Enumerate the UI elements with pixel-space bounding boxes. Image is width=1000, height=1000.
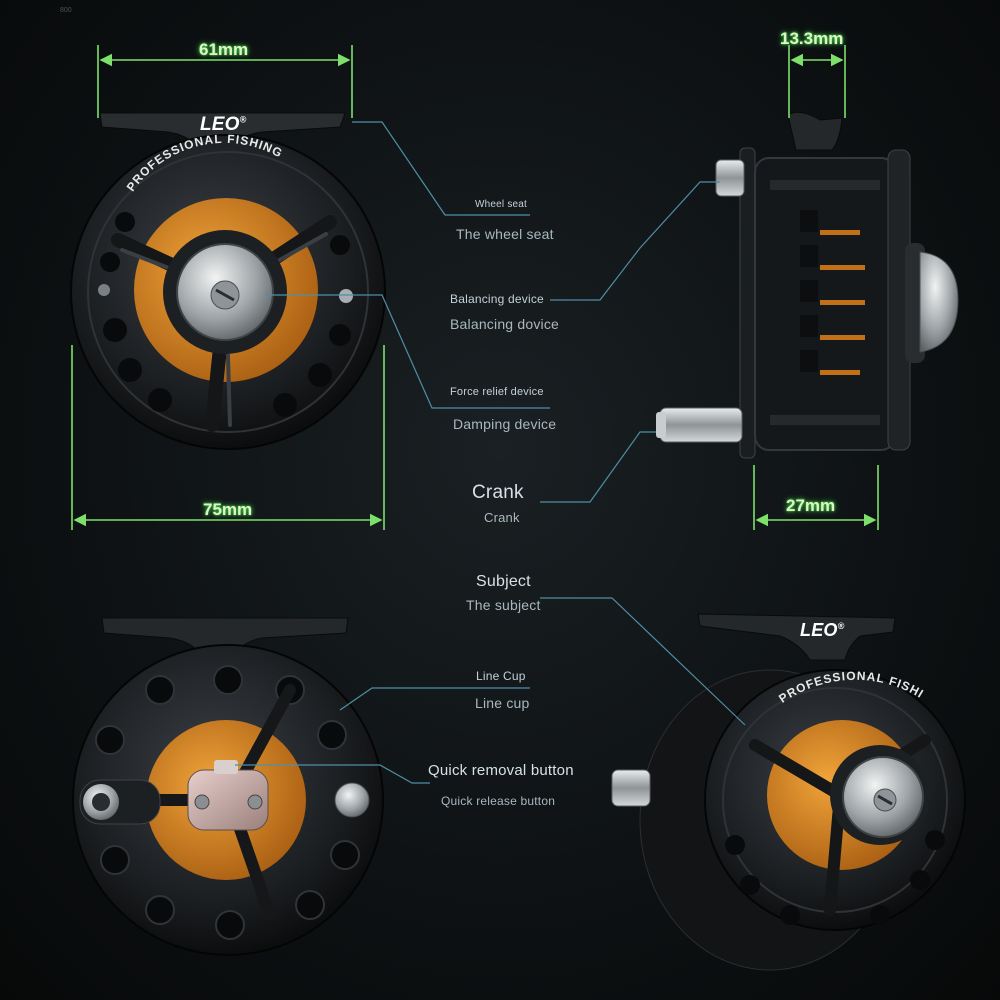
top-strip-text: 800 (60, 7, 72, 14)
label-quick-removal-button: Quick removal button (428, 762, 574, 779)
dimension-lines (71, 45, 879, 530)
reel-back-view (72, 617, 384, 956)
label-quick-release-button: Quick release button (441, 794, 556, 808)
dimension-width-top: 61mm (199, 40, 249, 59)
label-damping-device: Damping device (453, 416, 557, 432)
brand-name: LEO (200, 114, 240, 135)
label-wheel-seat-translation: The wheel seat (456, 226, 554, 242)
brand-logo-front: LEO® (200, 114, 247, 136)
label-crank-translation: Crank (484, 510, 520, 525)
brand-registered-mark: ® (837, 621, 845, 631)
label-balancing-device: Balancing device (450, 292, 544, 306)
reel-front-view: PROFESSIONAL FISHING (70, 112, 386, 450)
dimension-depth: 27mm (786, 496, 836, 515)
brand-name: LEO (800, 620, 838, 640)
label-subject: Subject (476, 573, 531, 590)
brand-logo-perspective: LEO® (800, 620, 844, 641)
label-crank: Crank (472, 482, 524, 503)
label-wheel-seat: Wheel seat (475, 199, 528, 210)
callout-lines (235, 121, 746, 784)
label-force-relief-device: Force relief device (450, 386, 544, 398)
dimension-foot: 13.3mm (780, 29, 844, 48)
label-line-cup: Line Cup (476, 669, 526, 683)
dimension-diameter: 75mm (203, 500, 253, 519)
reel-side-view (656, 111, 959, 459)
brand-registered-mark: ® (239, 114, 247, 125)
label-balancing-device-translation: Balancing dovice (450, 316, 560, 332)
label-line-cup-translation: Line cup (475, 695, 530, 711)
label-subject-translation: The subject (466, 597, 541, 613)
